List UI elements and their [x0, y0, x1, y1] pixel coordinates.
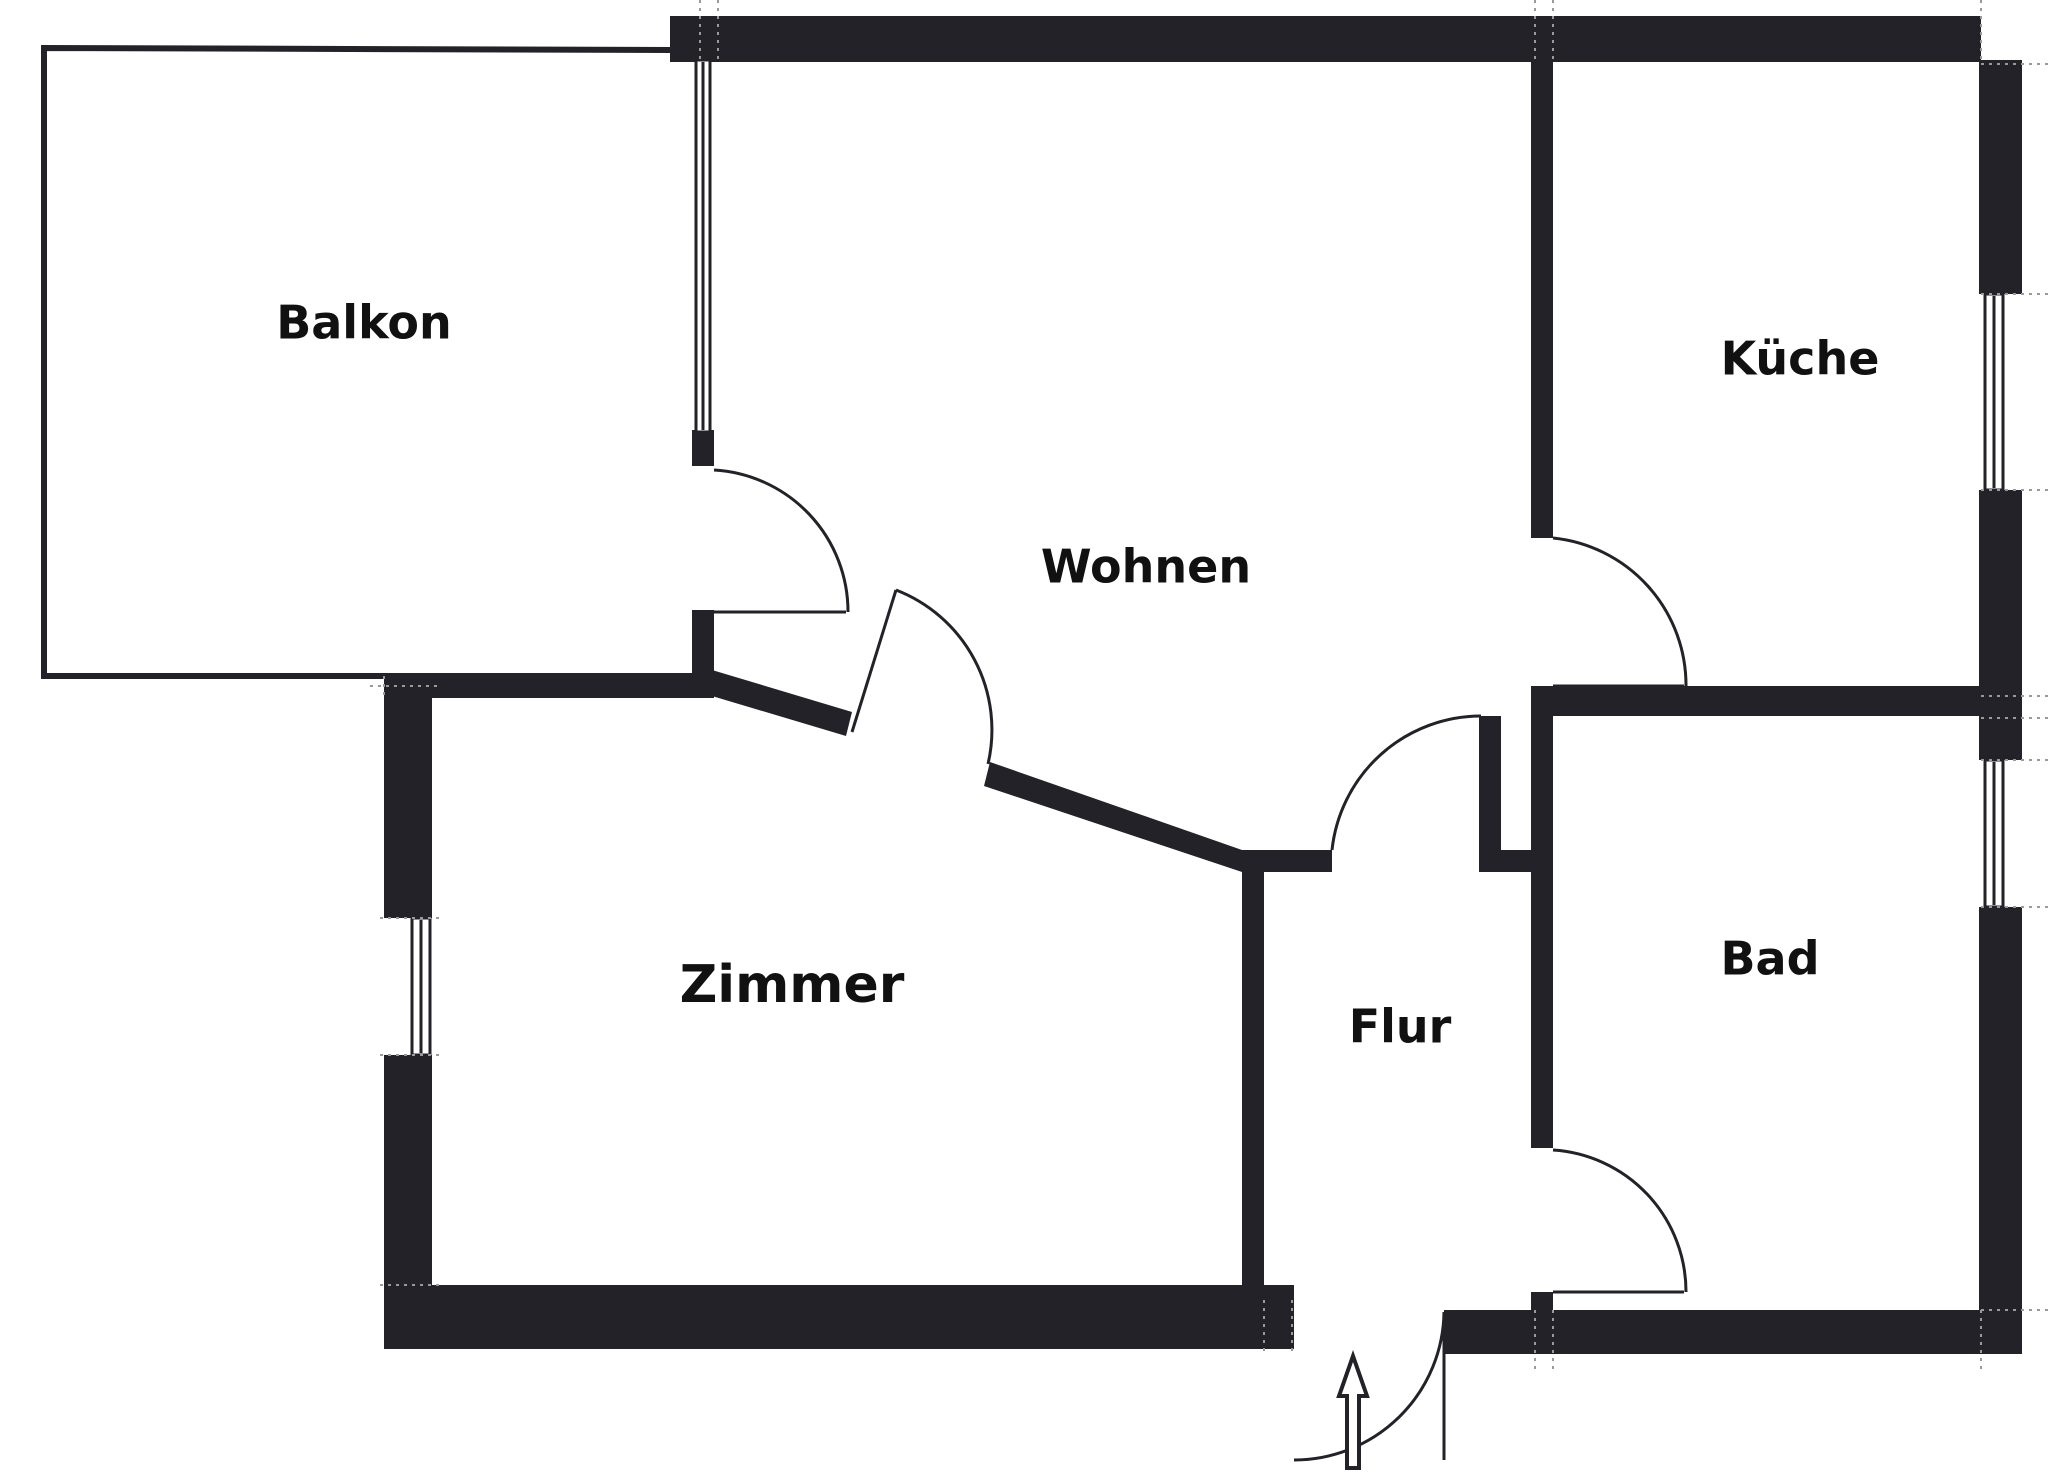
- kitchen-door-swing: [1552, 536, 1688, 687]
- bath-left-wall: [1531, 716, 1553, 1148]
- hall-door-swing: [1330, 714, 1482, 851]
- room-label-kueche: Küche: [1721, 332, 1880, 386]
- room-label-wohnen: Wohnen: [1041, 540, 1251, 594]
- room-label-bad: Bad: [1720, 932, 1819, 986]
- room-label-balkon: Balkon: [276, 296, 452, 350]
- room-door-swing: [895, 588, 994, 765]
- room-label-flur: Flur: [1349, 1000, 1452, 1054]
- hall-stub-left: [1242, 850, 1332, 872]
- entrance-door-swing: [1293, 1311, 1446, 1462]
- dimension-guides: [370, 0, 2051, 1374]
- hall-post: [1479, 716, 1501, 872]
- hall-left-wall: [1242, 850, 1264, 1312]
- room-left-wall-lower: [384, 1055, 432, 1349]
- right-wall-upper: [1979, 60, 2022, 294]
- room-door-leaf: [850, 589, 898, 733]
- room-label-zimmer: Zimmer: [680, 955, 905, 1015]
- bottom-wall-right: [1444, 1310, 2022, 1354]
- right-wall-lower: [1979, 907, 2022, 1351]
- walls: [384, 16, 2022, 1354]
- balcony-door-post-bottom: [692, 610, 714, 698]
- room-labels: Balkon Wohnen Küche Zimmer Flur Bad: [276, 296, 1879, 1054]
- balcony-room-wall: [384, 676, 714, 698]
- windows: [410, 58, 2005, 1057]
- bath-door-swing: [1552, 1148, 1688, 1293]
- bottom-wall-left: [384, 1285, 1294, 1349]
- diagonal-wall-right: [984, 762, 1242, 872]
- diagonal-wall-left: [712, 670, 852, 736]
- balcony-door-swing: [713, 468, 850, 613]
- balcony-outline: [41, 44, 696, 679]
- top-wall: [670, 16, 1981, 62]
- right-wall-middle: [1979, 490, 2022, 760]
- kitchen-bath-wall: [1531, 686, 2022, 716]
- balcony-door-post-top: [692, 430, 714, 466]
- room-left-wall-upper: [384, 676, 432, 918]
- doors: [704, 468, 1688, 1462]
- entrance-arrow-icon: [1336, 1349, 1370, 1470]
- kitchen-living-wall: [1531, 60, 1553, 538]
